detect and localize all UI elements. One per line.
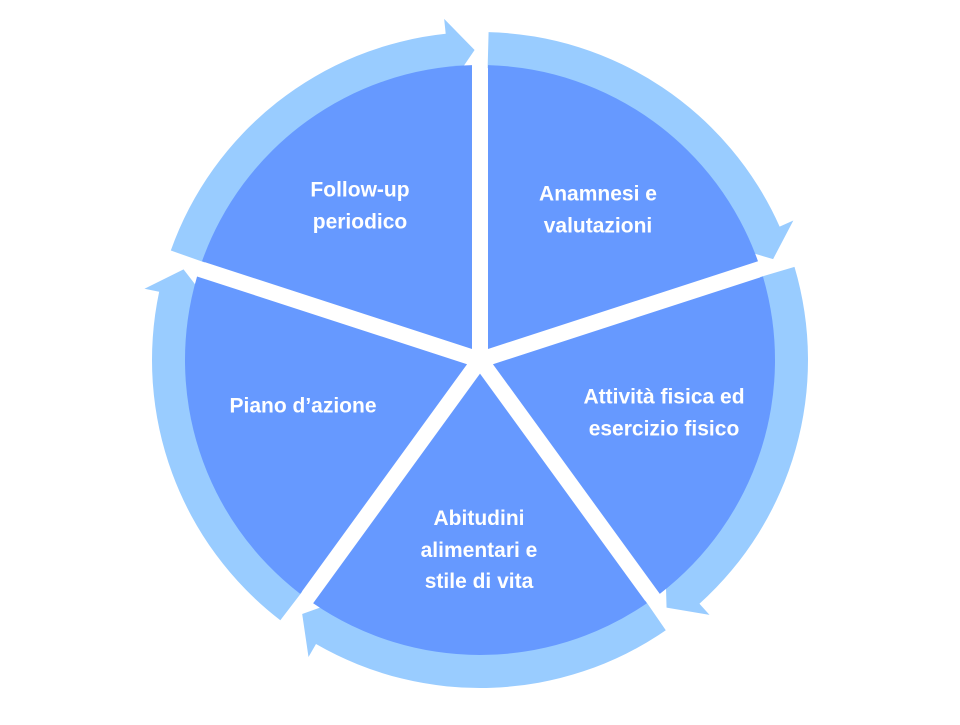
wedge-piano-azione <box>184 276 468 594</box>
arrow-to-anamnesi <box>170 18 475 263</box>
wedge-anamnesi <box>488 65 758 349</box>
segment-label-follow-up: Follow-up periodico <box>310 178 410 234</box>
wedge-attivita-fisica <box>492 276 776 594</box>
segment-label-abitudini-alimentari: Abitudini alimentari e stile di vita <box>420 506 538 593</box>
segment-label-anamnesi: Anamnesi e valutazioni <box>539 182 657 238</box>
arrow-to-attivita <box>487 32 794 260</box>
segment-label-attivita-fisica: Attività fisica ed esercizio fisico <box>583 385 745 441</box>
wedge-follow-up <box>202 65 472 349</box>
arrow-to-follow-up <box>144 269 303 621</box>
arrow-to-piano <box>302 599 666 689</box>
segment-label-piano-azione: Piano d’azione <box>229 394 377 418</box>
wedge-abitudini-alimentari <box>313 373 647 655</box>
